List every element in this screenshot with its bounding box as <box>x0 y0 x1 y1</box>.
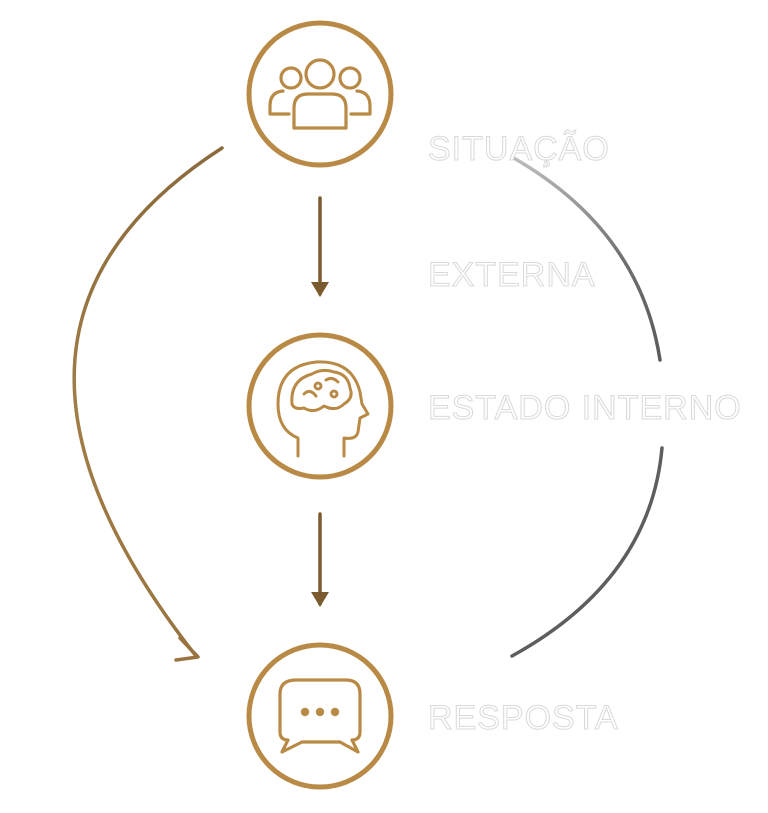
arrow-situacao-to-estado <box>311 196 329 297</box>
label-situacao-line1: SITUAÇÃO <box>428 130 610 169</box>
node-estado-interno <box>246 332 394 480</box>
right-feedback-arc <box>510 155 664 658</box>
node-situacao-externa <box>246 20 394 168</box>
arrow-estado-to-resposta <box>311 512 329 607</box>
label-situacao-line2: EXTERNA <box>428 256 596 295</box>
ellipsis-dots <box>300 707 340 717</box>
people-group-icon <box>268 58 372 130</box>
left-curve-arrow <box>72 146 224 662</box>
label-situacao-externa: SITUAÇÃO EXTERNA <box>428 44 610 380</box>
label-estado-interno: ESTADO INTERNO <box>428 389 742 428</box>
label-resposta: RESPOSTA <box>428 699 619 738</box>
speech-bubble-icon <box>278 678 362 754</box>
head-brain-icon <box>276 360 370 458</box>
node-resposta <box>246 642 394 790</box>
